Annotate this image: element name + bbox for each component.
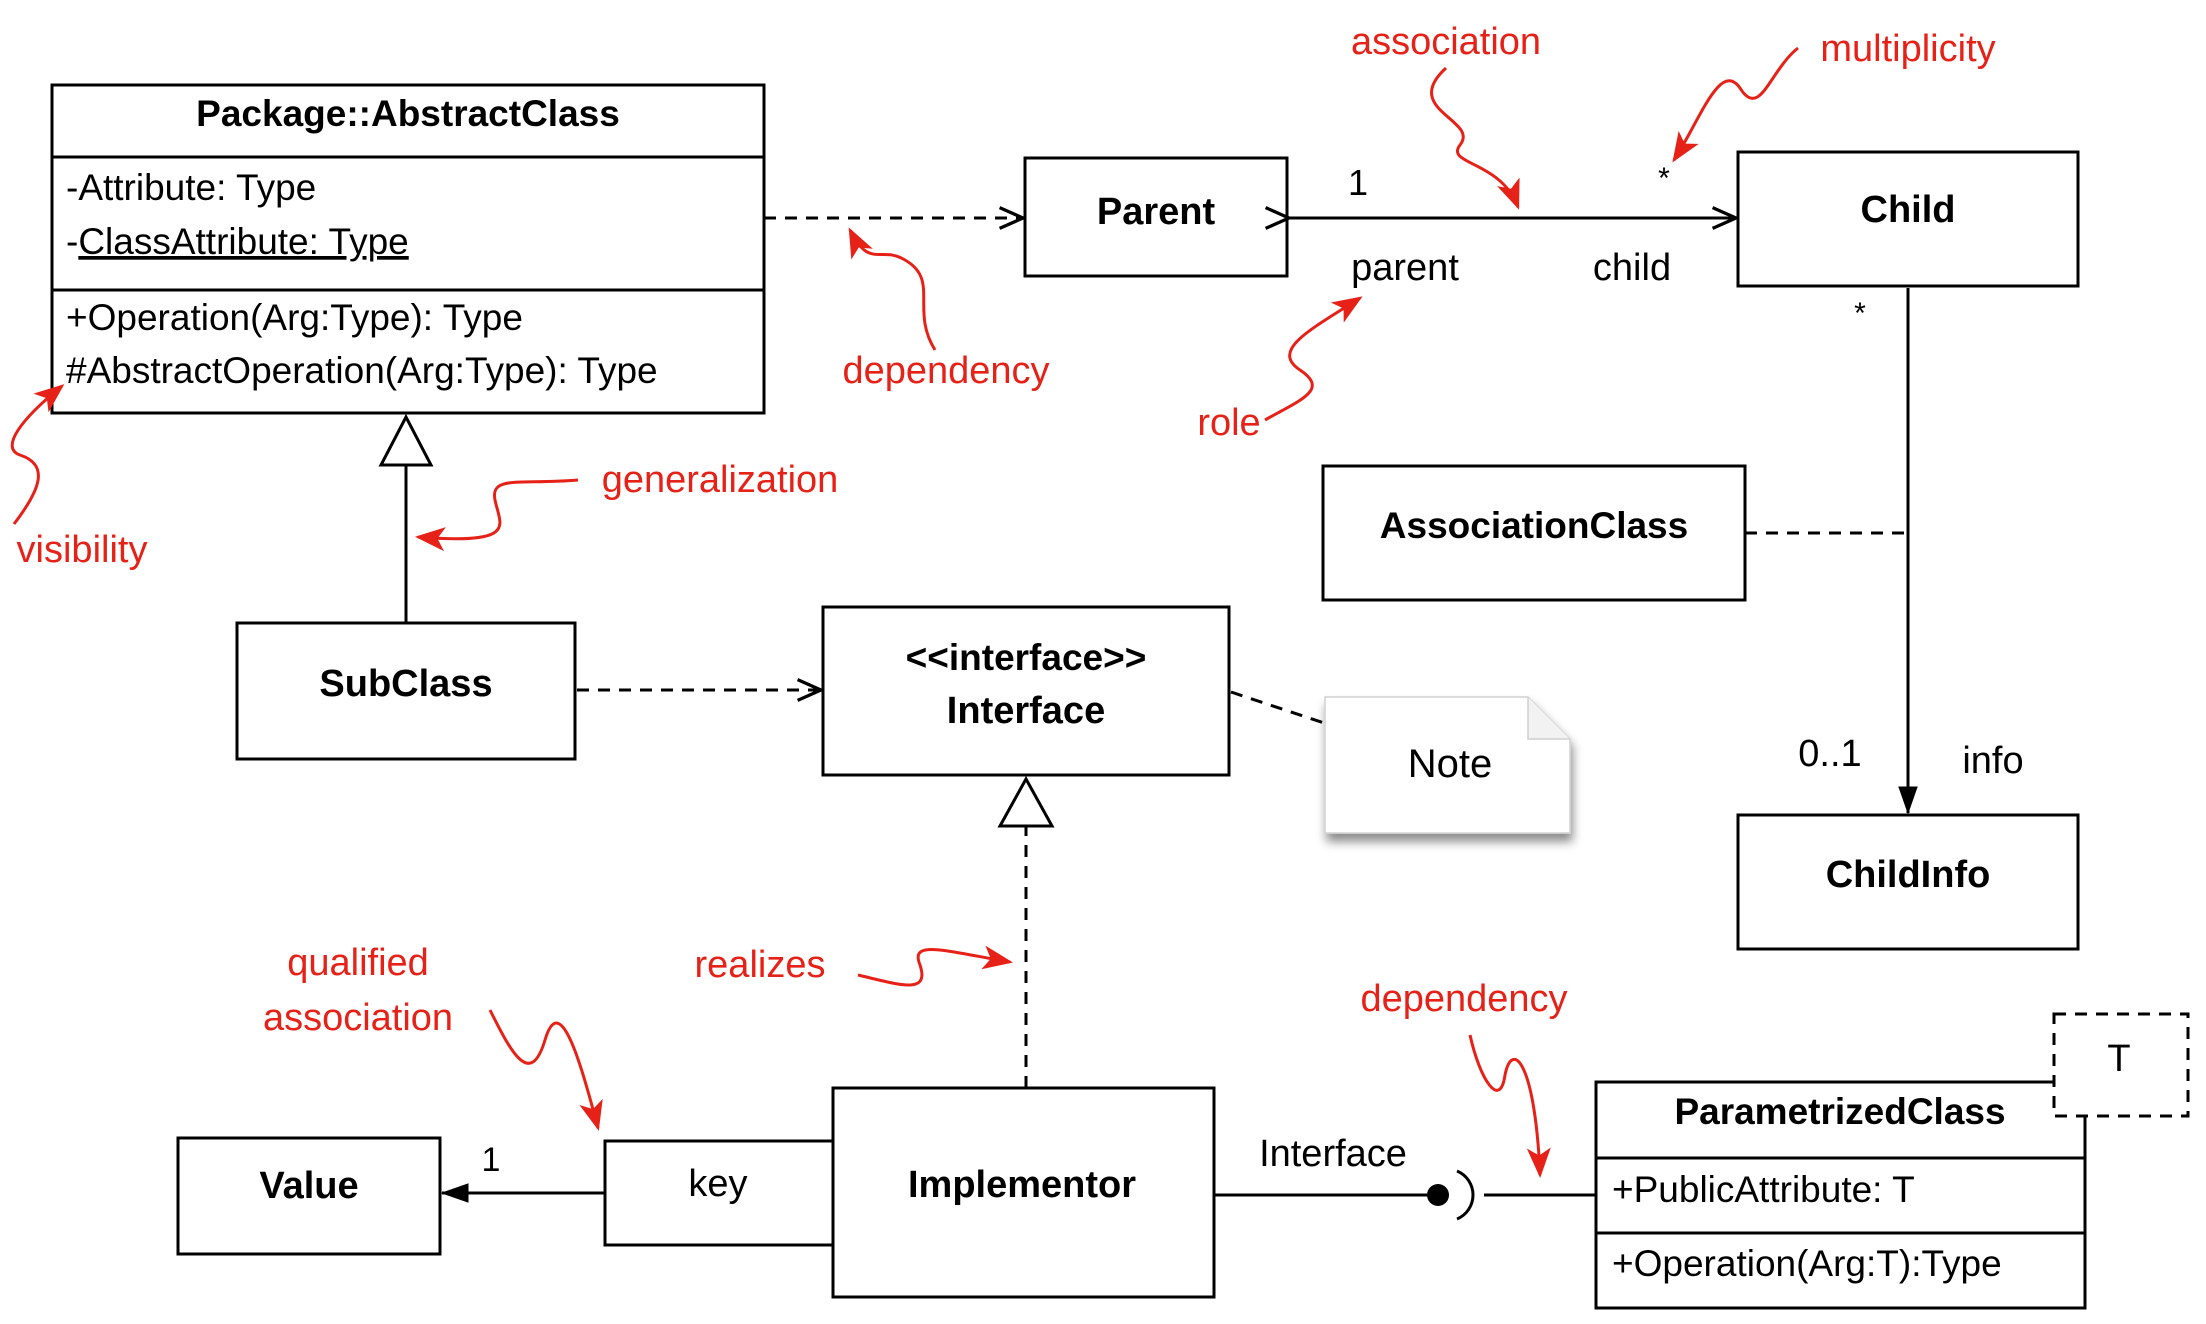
parametrized-class-attribute: +PublicAttribute: T (1612, 1169, 1915, 1210)
implementor-title: Implementor (908, 1164, 1136, 1206)
annotation-role-arrow (1264, 296, 1363, 422)
subclass-title: SubClass (319, 663, 492, 705)
child-info-title: ChildInfo (1826, 854, 1991, 896)
value-box: Value (176, 1136, 442, 1256)
parametrized-class-operation: +Operation(Arg:T):Type (1612, 1243, 2002, 1284)
annotation-dependency-bottom-arrow (1468, 1034, 1551, 1178)
annotation-qualified-arrow (488, 1009, 603, 1131)
parent-class-title: Parent (1097, 191, 1216, 233)
annotation-association-arrow (1430, 66, 1520, 210)
annotation-generalization: generalization (602, 459, 839, 501)
parametrized-class-box: ParametrizedClass +PublicAttribute: T +O… (1594, 1080, 2087, 1310)
annotation-association: association (1351, 21, 1541, 63)
value-title: Value (259, 1165, 358, 1207)
annotation-realizes-arrow (857, 945, 1013, 987)
provided-interface-ball-icon (1427, 1184, 1449, 1206)
parametrized-class-title: ParametrizedClass (1674, 1091, 2005, 1132)
interface-box: <<interface>> Interface (821, 605, 1231, 777)
annotation-role: role (1197, 402, 1260, 444)
lollipop-interface-label: Interface (1259, 1133, 1407, 1175)
abstract-class-attribute: -Attribute: Type (66, 167, 316, 208)
child-multiplicity-label: * (1658, 162, 1670, 195)
note-box: Note (1324, 696, 1571, 834)
association-class-box: AssociationClass (1321, 464, 1747, 602)
annotation-dependency-top-arrow (848, 227, 937, 351)
interface-stereotype: <<interface>> (906, 637, 1147, 678)
info-multiplicity-label: 0..1 (1798, 733, 1861, 775)
annotation-qualified-line1: qualified (287, 942, 429, 984)
note-anchor-line (1230, 690, 1331, 727)
annotation-multiplicity-arrow (1672, 46, 1799, 163)
abstract-class-box: Package::AbstractClass -Attribute: Type … (50, 83, 766, 415)
abstract-class-title: Package::AbstractClass (196, 93, 620, 134)
annotation-dependency-bottom: dependency (1360, 978, 1567, 1020)
child-role-label: child (1593, 247, 1671, 289)
template-parameter-box: T (2052, 1012, 2190, 1118)
value-multiplicity-label: 1 (482, 1141, 501, 1179)
parent-role-label: parent (1351, 247, 1459, 289)
parent-multiplicity-label: 1 (1348, 162, 1368, 203)
interface-title: Interface (947, 690, 1105, 732)
parent-class-box: Parent (1023, 156, 1289, 278)
annotation-realizes: realizes (695, 944, 826, 986)
annotation-qualified-line2: association (263, 997, 453, 1039)
key-qualifier-text: key (688, 1163, 747, 1205)
generalization-arrowhead (378, 413, 434, 467)
abstract-class-static-attribute: -ClassAttribute: Type (66, 221, 409, 262)
realization-arrowhead (997, 775, 1055, 828)
annotation-multiplicity: multiplicity (1820, 28, 1995, 70)
note-text: Note (1408, 742, 1493, 786)
annotation-visibility-arrow (10, 384, 65, 525)
required-interface-socket-icon (1456, 1169, 1475, 1221)
key-qualifier-box: key (603, 1139, 835, 1247)
abstract-class-operation: +Operation(Arg:Type): Type (66, 297, 523, 338)
child-class-box: Child (1736, 150, 2080, 288)
abstract-class-abstract-operation: #AbstractOperation(Arg:Type): Type (66, 350, 658, 391)
template-parameter-text: T (2107, 1038, 2130, 1080)
child-class-title: Child (1861, 189, 1956, 231)
child-info-box: ChildInfo (1736, 813, 2080, 951)
annotation-visibility: visibility (17, 529, 148, 571)
info-role-label: info (1962, 740, 2023, 782)
annotation-generalization-arrow (415, 478, 579, 552)
annotation-dependency-top: dependency (842, 350, 1049, 392)
implementor-box: Implementor (831, 1086, 1216, 1299)
subclass-box: SubClass (235, 621, 577, 761)
child-association-multiplicity-label: * (1854, 297, 1866, 330)
association-class-title: AssociationClass (1380, 505, 1688, 546)
